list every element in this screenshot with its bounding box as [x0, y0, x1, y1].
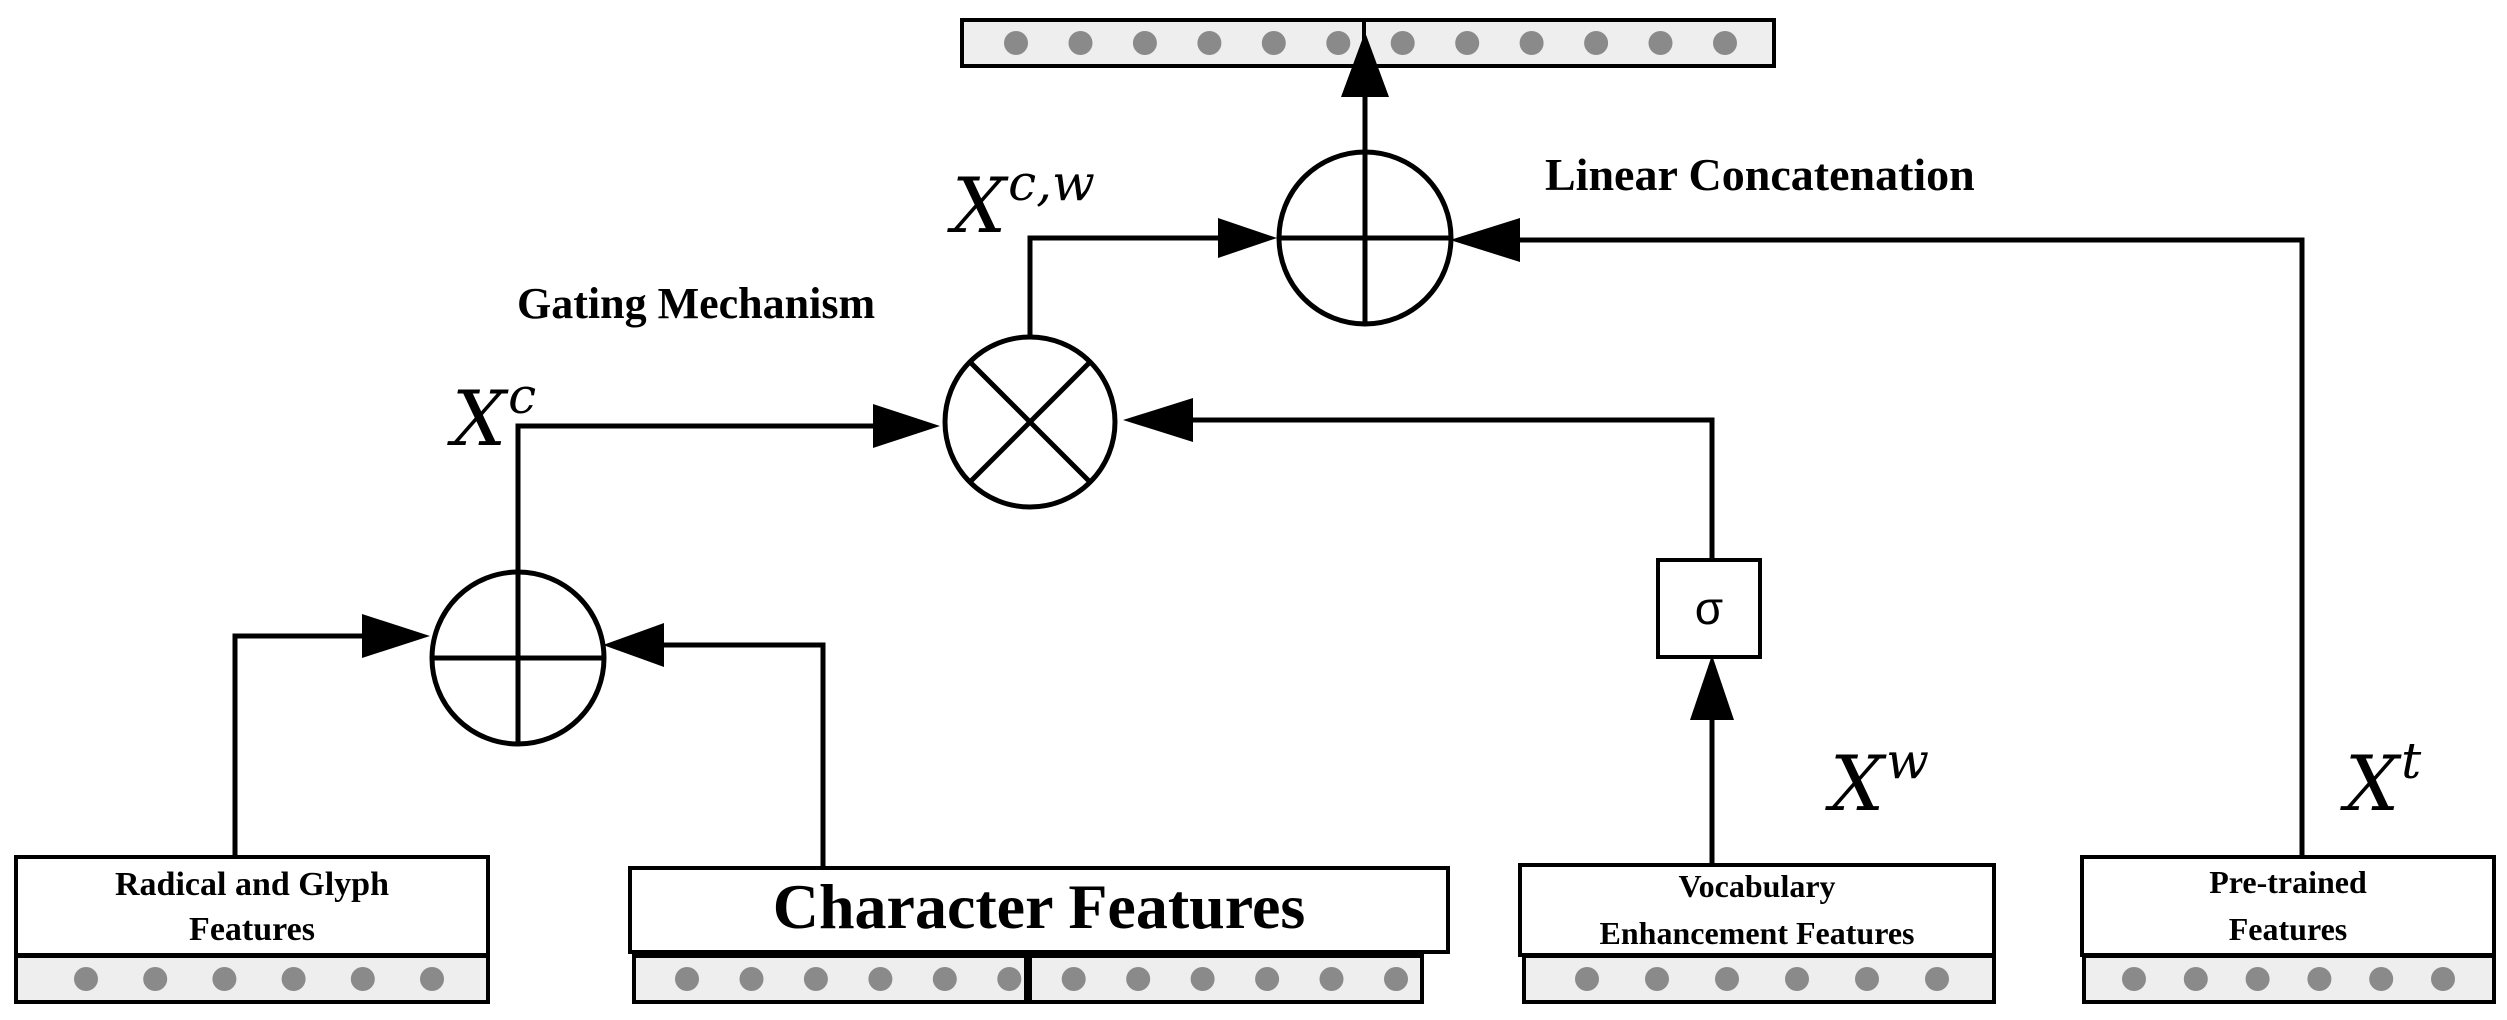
- output-vector-dot: [1713, 31, 1737, 55]
- radical-glyph-features-line1: Radical and Glyph: [115, 866, 389, 903]
- vocabulary-features-line1: Vocabulary: [1678, 868, 1835, 904]
- character-vector-dot: [1126, 967, 1151, 991]
- radical-vector-dot: [143, 967, 168, 991]
- character-vector-dot: [1384, 967, 1408, 991]
- xt-label: Xt: [2340, 732, 2422, 828]
- character-vector-dot: [1061, 967, 1086, 991]
- radical-glyph-features-line2: Features: [189, 911, 315, 948]
- gating-multiply-operator: [942, 334, 1118, 510]
- xc-to-gate-line: [515, 423, 880, 572]
- output-vector: [960, 18, 1776, 68]
- sigma-to-gate-arrowhead: [1123, 398, 1193, 442]
- character-vector-dot: [675, 967, 699, 991]
- pretrained-vector-dot: [2431, 967, 2455, 991]
- gating-mechanism-label: Gating Mechanism: [517, 279, 875, 328]
- pretrained-vector-dots: [2122, 967, 2455, 991]
- vocabulary-vector-dot: [1715, 967, 1739, 991]
- output-vector-dot: [1390, 31, 1415, 55]
- output-vector-dot: [1004, 31, 1028, 55]
- radical-vector: [14, 954, 490, 1004]
- pretrained-vector-dot: [2307, 967, 2332, 991]
- output-vector-dots: [1004, 31, 1737, 55]
- radical-vector-dot: [212, 967, 237, 991]
- output-vector-dot: [1648, 31, 1673, 55]
- radical-vector-dot: [420, 967, 444, 991]
- xw-label: Xw: [1825, 732, 1929, 828]
- bottom-concat-operator: [429, 569, 607, 747]
- vocabulary-vector-dot: [1575, 967, 1599, 991]
- vocabulary-features-line2: Enhancement Features: [1600, 915, 1915, 951]
- vocabulary-vector-dot: [1645, 967, 1669, 991]
- character-features-box: Character Features: [628, 866, 1450, 954]
- xcw-label: Xc,w: [947, 154, 1095, 250]
- character-vector: [632, 954, 1424, 1004]
- output-vector-dot: [1326, 31, 1351, 55]
- radical-vector-dot: [281, 967, 306, 991]
- sigma-symbol: σ: [1695, 582, 1723, 634]
- radical-vector-dot: [74, 967, 98, 991]
- linear-concatenation-label: Linear Concatenation: [1545, 149, 1975, 200]
- character-vector-dot: [1190, 967, 1215, 991]
- radical-vector-dots: [74, 967, 444, 991]
- radical-to-concat-line: [232, 633, 405, 855]
- xcw-to-concat-arrowhead: [1218, 218, 1277, 258]
- character-features-label: Character Features: [773, 871, 1306, 942]
- character-vector-dots: [675, 967, 1408, 991]
- vocabulary-vector-dot: [1785, 967, 1809, 991]
- output-vector-right-half: [1362, 18, 1776, 68]
- xc-label: Xc: [447, 367, 536, 463]
- pretrained-features-line1: Pre-trained: [2209, 864, 2367, 900]
- output-vector-dot: [1519, 31, 1544, 55]
- sigma-to-gate-line: [1160, 417, 1715, 560]
- xcw-to-concat-line: [1027, 235, 1230, 337]
- radical-vector-dot: [350, 967, 375, 991]
- sigma-box: σ: [1656, 558, 1762, 659]
- pretrained-vector: [2082, 954, 2496, 1004]
- output-vector-dot: [1455, 31, 1480, 55]
- character-vector-dot: [932, 967, 957, 991]
- character-to-concat-line: [630, 642, 826, 867]
- output-vector-dot: [1261, 31, 1286, 55]
- vocabulary-vector-dot: [1855, 967, 1879, 991]
- output-vector-dot: [1584, 31, 1609, 55]
- character-vector-dot: [1319, 967, 1344, 991]
- vocabulary-vector: [1522, 954, 1996, 1004]
- output-vector-left-half: [960, 18, 1366, 68]
- radical-to-concat-arrowhead: [362, 614, 430, 658]
- xc-to-gate-arrowhead: [873, 404, 940, 448]
- vocabulary-vector-dot: [1925, 967, 1949, 991]
- vocabulary-enhancement-features-box: Vocabulary Enhancement Features: [1518, 863, 1996, 957]
- output-vector-dot: [1132, 31, 1157, 55]
- character-vector-dot: [997, 967, 1022, 991]
- pretrained-vector-dot: [2245, 967, 2270, 991]
- radical-glyph-features-box: Radical and Glyph Features: [14, 855, 490, 957]
- pretrained-vector-dot: [2183, 967, 2208, 991]
- concat-to-output-arrowhead: [1341, 32, 1389, 97]
- character-vector-dot: [739, 967, 764, 991]
- pretrained-to-concat-line: [1500, 237, 2305, 855]
- vocabulary-vector-dots: [1575, 967, 1949, 991]
- character-vector-dot: [1255, 967, 1280, 991]
- pretrained-to-concat-arrowhead: [1450, 218, 1520, 262]
- output-vector-dot: [1068, 31, 1093, 55]
- pretrained-features-box: Pre-trained Features: [2080, 855, 2496, 957]
- top-concat-operator: [1276, 149, 1454, 327]
- character-vector-dot: [803, 967, 828, 991]
- vocab-to-sigma-arrowhead: [1690, 655, 1734, 720]
- pretrained-features-line2: Features: [2229, 911, 2347, 947]
- pretrained-vector-dot: [2122, 967, 2146, 991]
- character-vector-left-half: [632, 954, 1028, 1004]
- character-vector-dot: [868, 967, 893, 991]
- character-to-concat-arrowhead: [603, 623, 664, 667]
- output-vector-dot: [1197, 31, 1222, 55]
- character-vector-right-half: [1028, 954, 1424, 1004]
- pretrained-vector-dot: [2369, 967, 2394, 991]
